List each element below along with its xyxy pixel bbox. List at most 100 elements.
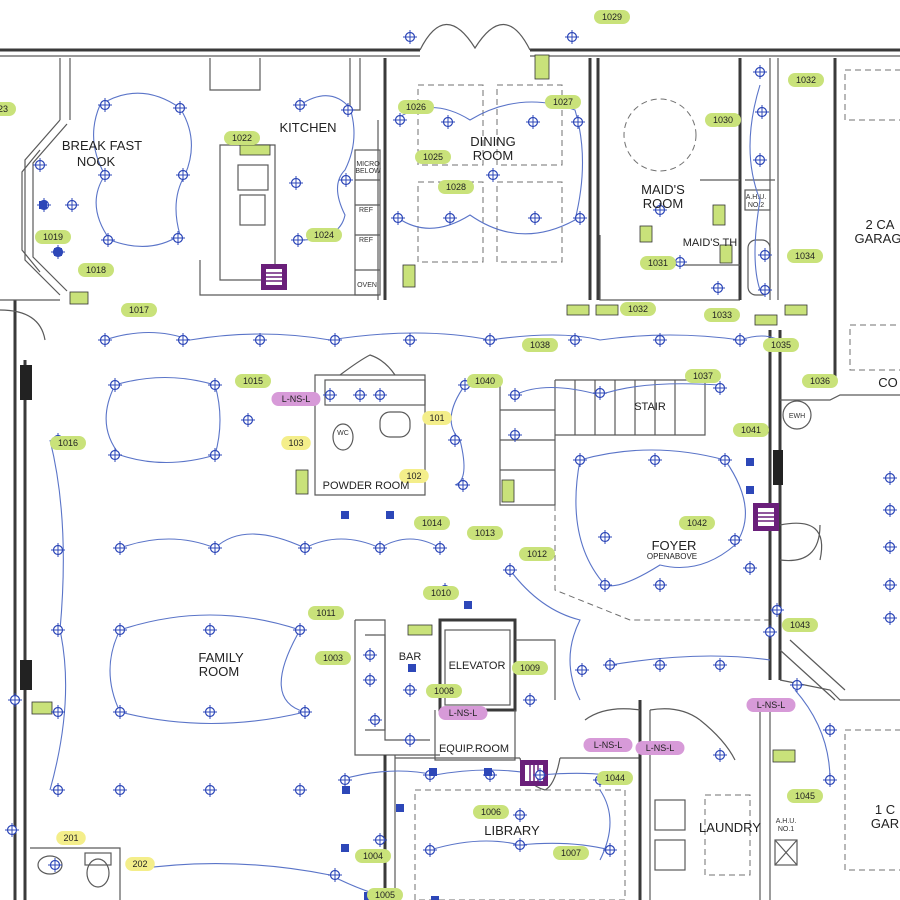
ref-label-2: REF — [359, 237, 373, 244]
circuit-tag: 1010 — [423, 586, 459, 600]
nook-label-1: BREAK FAST — [62, 138, 142, 153]
light-fixture — [653, 203, 667, 217]
light-fixture — [176, 333, 190, 347]
garage2-label-2: GARAG — [855, 231, 900, 246]
light-fixture — [755, 105, 769, 119]
family-label-1: FAMILY — [198, 650, 244, 665]
circuit-tag: 1043 — [782, 618, 818, 632]
light-fixture — [653, 333, 667, 347]
circuit-tag: 202 — [125, 857, 155, 871]
light-fixture — [8, 693, 22, 707]
circuit-tag: 1029 — [594, 10, 630, 24]
circuit-tag: 1005 — [367, 888, 403, 900]
circuit-tag-label: L-NS-L — [646, 743, 675, 753]
wall-fixture — [746, 486, 754, 494]
light-fixture — [883, 578, 897, 592]
circuit-tag-label: 1022 — [232, 133, 252, 143]
circuit-tag-label: 1040 — [475, 376, 495, 386]
micro-label-1: MICRO — [356, 161, 380, 168]
light-fixture — [51, 783, 65, 797]
light-fixture — [575, 663, 589, 677]
light-fixture — [328, 333, 342, 347]
circuit-tag: L-NS-L — [746, 698, 796, 712]
light-fixture — [770, 603, 784, 617]
light-fixture — [293, 783, 307, 797]
circuit-tag: 1042 — [679, 516, 715, 530]
micro-label-2: BELOW — [355, 168, 381, 175]
wall-fixture — [429, 768, 437, 776]
panel-kitchen — [261, 264, 287, 290]
light-fixture — [571, 115, 585, 129]
circuit-tag-label: 1031 — [648, 258, 668, 268]
light-fixture — [533, 768, 547, 782]
light-fixture — [486, 168, 500, 182]
circuit-tag: 1031 — [640, 256, 676, 270]
light-fixture — [208, 378, 222, 392]
light-fixture — [508, 428, 522, 442]
circuit-tag: L-NS-L — [583, 738, 633, 752]
light-fixture — [403, 333, 417, 347]
circuit-tag-label: 1025 — [423, 152, 443, 162]
light-fixture — [403, 30, 417, 44]
light-fixture — [603, 658, 617, 672]
circuit-tag-label: 202 — [132, 859, 147, 869]
light-fixture — [298, 705, 312, 719]
light-fixture — [323, 388, 337, 402]
circuit-tag-label: 1045 — [795, 791, 815, 801]
light-fixture — [101, 233, 115, 247]
light-fixture — [5, 823, 19, 837]
ref-label-1: REF — [359, 207, 373, 214]
circuit-tag-label: 1005 — [375, 890, 395, 900]
light-fixture — [883, 471, 897, 485]
circuit-tag: 1028 — [438, 180, 474, 194]
circuit-tag: 201 — [56, 831, 86, 845]
light-fixture — [883, 503, 897, 517]
circuit-tag-label: 102 — [406, 471, 421, 481]
light-fixture — [338, 773, 352, 787]
light-fixture — [526, 115, 540, 129]
light-fixture — [711, 281, 725, 295]
circuit-tag: L-NS-L — [635, 741, 685, 755]
light-fixture — [523, 693, 537, 707]
circuit-tag: 1016 — [50, 436, 86, 450]
dining-label-1: DINING — [470, 134, 516, 149]
circuit-tag: 103 — [281, 436, 311, 450]
circuit-tag-label: 1041 — [741, 425, 761, 435]
circuit-tag-label: 1003 — [323, 653, 343, 663]
light-fixture — [593, 386, 607, 400]
circuit-tag-label: 1028 — [446, 182, 466, 192]
light-fixture — [293, 98, 307, 112]
light-fixture — [171, 231, 185, 245]
garage2-label-1: 2 CA — [866, 217, 895, 232]
open-above-label: OPENABOVE — [647, 552, 697, 561]
light-fixture — [573, 453, 587, 467]
circuit-tag-label: 103 — [288, 438, 303, 448]
light-fixture — [565, 30, 579, 44]
light-fixture — [51, 705, 65, 719]
light-fixture — [203, 705, 217, 719]
light-fixture — [253, 333, 267, 347]
light-fixture — [353, 388, 367, 402]
circuit-tag: 1032 — [620, 302, 656, 316]
circuit-tag: 1040 — [467, 374, 503, 388]
light-fixture — [743, 561, 757, 575]
circuit-tag: 1041 — [733, 423, 769, 437]
circuit-tag-label: L-NS-L — [282, 394, 311, 404]
light-fixture — [298, 541, 312, 555]
bar-label: BAR — [399, 651, 422, 663]
circuit-tag: 1006 — [473, 805, 509, 819]
light-fixture — [508, 388, 522, 402]
wall-fixture — [746, 458, 754, 466]
circuit-tag-label: 1030 — [713, 115, 733, 125]
light-fixture — [423, 843, 437, 857]
circuit-wires — [49, 84, 831, 896]
light-fixture — [883, 540, 897, 554]
light-fixture — [51, 623, 65, 637]
light-fixture — [289, 176, 303, 190]
maids-room-label-2: ROOM — [643, 196, 683, 211]
circuit-tag-label: 1016 — [58, 438, 78, 448]
circuit-tag: 1027 — [545, 95, 581, 109]
circuit-tag-label: 1024 — [314, 230, 334, 240]
dining-label-2: ROOM — [473, 148, 513, 163]
